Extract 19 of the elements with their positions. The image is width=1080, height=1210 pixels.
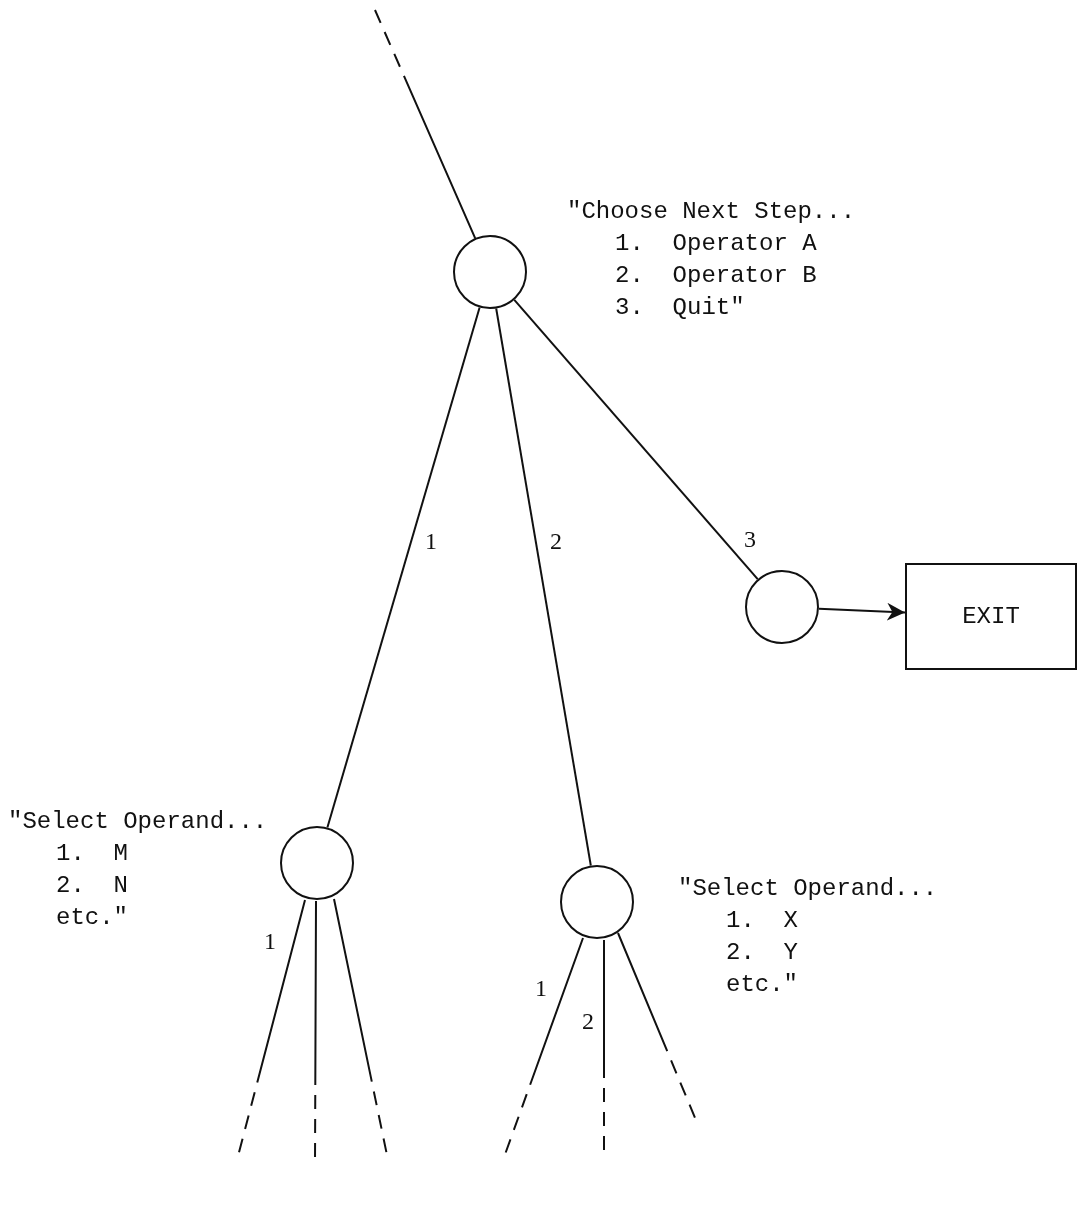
- menu-heading: "Select Operand...: [8, 807, 268, 837]
- connector-line: [326, 306, 481, 829]
- node-label: EXIT: [962, 603, 1020, 630]
- connector-line: [513, 298, 759, 581]
- menu-option: 1. M: [56, 838, 128, 870]
- menu-option: 2. N: [56, 870, 128, 902]
- connector-line: [817, 602, 906, 621]
- menu-option: 2. Operator B: [615, 260, 817, 292]
- exit-box: [905, 563, 1077, 670]
- menu-heading: "Select Operand...: [678, 874, 938, 904]
- menu-option: etc.": [56, 902, 128, 934]
- menu-option: 1. X: [726, 905, 798, 937]
- menu-option: etc.": [726, 969, 798, 1001]
- menu-option: 1. Operator A: [615, 228, 817, 260]
- connector-line: [374, 9, 477, 240]
- connector-line: [495, 307, 592, 867]
- menu-heading: "Choose Next Step...: [567, 197, 856, 227]
- menu-option: 2. Y: [726, 937, 798, 969]
- menu-option: 3. Quit": [615, 292, 745, 324]
